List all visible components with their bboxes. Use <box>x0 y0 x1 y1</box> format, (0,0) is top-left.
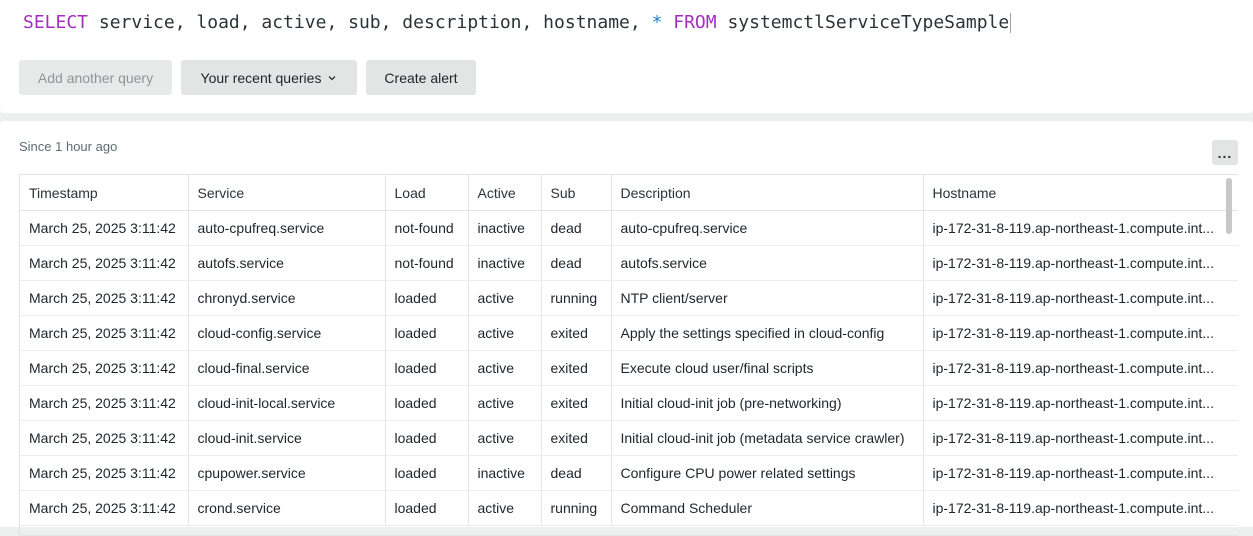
load-cell: not-found <box>385 245 469 281</box>
results-table: Timestamp Service Load Active Sub Descri… <box>20 175 1238 526</box>
description-cell: Command Scheduler <box>611 490 924 526</box>
active-cell: active <box>468 315 542 351</box>
timestamp-cell: March 25, 2025 3:11:42 <box>20 350 189 386</box>
column-header-timestamp[interactable]: Timestamp <box>20 175 189 211</box>
sub-cell: exited <box>541 385 612 421</box>
active-cell: inactive <box>468 210 542 246</box>
recent-queries-button[interactable]: Your recent queries <box>181 60 357 95</box>
description-cell: Initial cloud-init job (metadata service… <box>611 420 924 456</box>
column-header-load[interactable]: Load <box>385 175 469 211</box>
service-cell: crond.service <box>188 490 386 526</box>
sub-cell: running <box>541 490 612 526</box>
column-header-sub[interactable]: Sub <box>541 175 612 211</box>
load-cell: loaded <box>385 455 469 491</box>
table-scrollbar-thumb[interactable] <box>1226 178 1232 234</box>
active-cell: active <box>468 420 542 456</box>
hostname-cell: ip-172-31-8-119.ap-northeast-1.compute.i… <box>923 280 1238 316</box>
load-cell: loaded <box>385 350 469 386</box>
load-cell: not-found <box>385 210 469 246</box>
timestamp-cell: March 25, 2025 3:11:42 <box>20 315 189 351</box>
query-fields: service, load, active, sub, description,… <box>88 12 652 33</box>
column-header-description[interactable]: Description <box>611 175 924 211</box>
description-cell: Initial cloud-init job (pre-networking) <box>611 385 924 421</box>
active-cell: active <box>468 490 542 526</box>
service-cell: cloud-final.service <box>188 350 386 386</box>
active-cell: inactive <box>468 245 542 281</box>
active-cell: inactive <box>468 455 542 491</box>
text-cursor <box>1010 13 1012 33</box>
hostname-cell: ip-172-31-8-119.ap-northeast-1.compute.i… <box>923 420 1238 456</box>
star-operator: * <box>651 12 663 33</box>
column-header-active[interactable]: Active <box>468 175 542 211</box>
load-cell: loaded <box>385 385 469 421</box>
results-table-container: Timestamp Service Load Active Sub Descri… <box>19 174 1238 536</box>
sub-cell: dead <box>541 455 612 491</box>
sub-cell: exited <box>541 350 612 386</box>
timestamp-cell: March 25, 2025 3:11:42 <box>20 245 189 281</box>
nrql-query-editor[interactable]: SELECT service, load, active, sub, descr… <box>23 10 1012 36</box>
service-cell: chronyd.service <box>188 280 386 316</box>
sub-cell: dead <box>541 245 612 281</box>
time-range-label: Since 1 hour ago <box>19 139 118 154</box>
service-cell: auto-cpufreq.service <box>188 210 386 246</box>
active-cell: active <box>468 280 542 316</box>
service-cell: cloud-config.service <box>188 315 386 351</box>
timestamp-cell: March 25, 2025 3:11:42 <box>20 455 189 491</box>
service-cell: autofs.service <box>188 245 386 281</box>
chevron-down-icon <box>328 75 336 80</box>
description-cell: Execute cloud user/final scripts <box>611 350 924 386</box>
sub-cell: dead <box>541 210 612 246</box>
service-cell: cpupower.service <box>188 455 386 491</box>
query-table: systemctlServiceTypeSample <box>716 12 1010 33</box>
load-cell: loaded <box>385 420 469 456</box>
active-cell: active <box>468 350 542 386</box>
sub-cell: exited <box>541 315 612 351</box>
timestamp-cell: March 25, 2025 3:11:42 <box>20 280 189 316</box>
description-cell: NTP client/server <box>611 280 924 316</box>
query-panel: SELECT service, load, active, sub, descr… <box>0 0 1253 113</box>
timestamp-cell: March 25, 2025 3:11:42 <box>20 385 189 421</box>
timestamp-cell: March 25, 2025 3:11:42 <box>20 210 189 246</box>
recent-queries-label: Your recent queries <box>200 69 322 86</box>
create-alert-button[interactable]: Create alert <box>366 60 476 95</box>
hostname-cell: ip-172-31-8-119.ap-northeast-1.compute.i… <box>923 490 1238 526</box>
load-cell: loaded <box>385 280 469 316</box>
service-cell: cloud-init.service <box>188 420 386 456</box>
active-cell: active <box>468 385 542 421</box>
select-keyword: SELECT <box>23 12 89 33</box>
hostname-cell: ip-172-31-8-119.ap-northeast-1.compute.i… <box>923 350 1238 386</box>
hostname-cell: ip-172-31-8-119.ap-northeast-1.compute.i… <box>923 245 1238 281</box>
hostname-cell: ip-172-31-8-119.ap-northeast-1.compute.i… <box>923 385 1238 421</box>
description-cell: Configure CPU power related settings <box>611 455 924 491</box>
sub-cell: exited <box>541 420 612 456</box>
hostname-cell: ip-172-31-8-119.ap-northeast-1.compute.i… <box>923 210 1238 246</box>
load-cell: loaded <box>385 315 469 351</box>
description-cell: autofs.service <box>611 245 924 281</box>
service-cell: cloud-init-local.service <box>188 385 386 421</box>
sub-cell: running <box>541 280 612 316</box>
hostname-cell: ip-172-31-8-119.ap-northeast-1.compute.i… <box>923 315 1238 351</box>
description-cell: Apply the settings specified in cloud-co… <box>611 315 924 351</box>
timestamp-cell: March 25, 2025 3:11:42 <box>20 420 189 456</box>
table-header-row: Timestamp Service Load Active Sub Descri… <box>20 175 1238 211</box>
description-cell: auto-cpufreq.service <box>611 210 924 246</box>
load-cell: loaded <box>385 490 469 526</box>
from-keyword: FROM <box>673 12 717 33</box>
hostname-cell: ip-172-31-8-119.ap-northeast-1.compute.i… <box>923 455 1238 491</box>
more-options-icon[interactable]: ... <box>1212 140 1238 165</box>
add-another-query-button[interactable]: Add another query <box>19 60 172 95</box>
column-header-hostname[interactable]: Hostname <box>923 175 1238 211</box>
timestamp-cell: March 25, 2025 3:11:42 <box>20 490 189 526</box>
column-header-service[interactable]: Service <box>188 175 386 211</box>
